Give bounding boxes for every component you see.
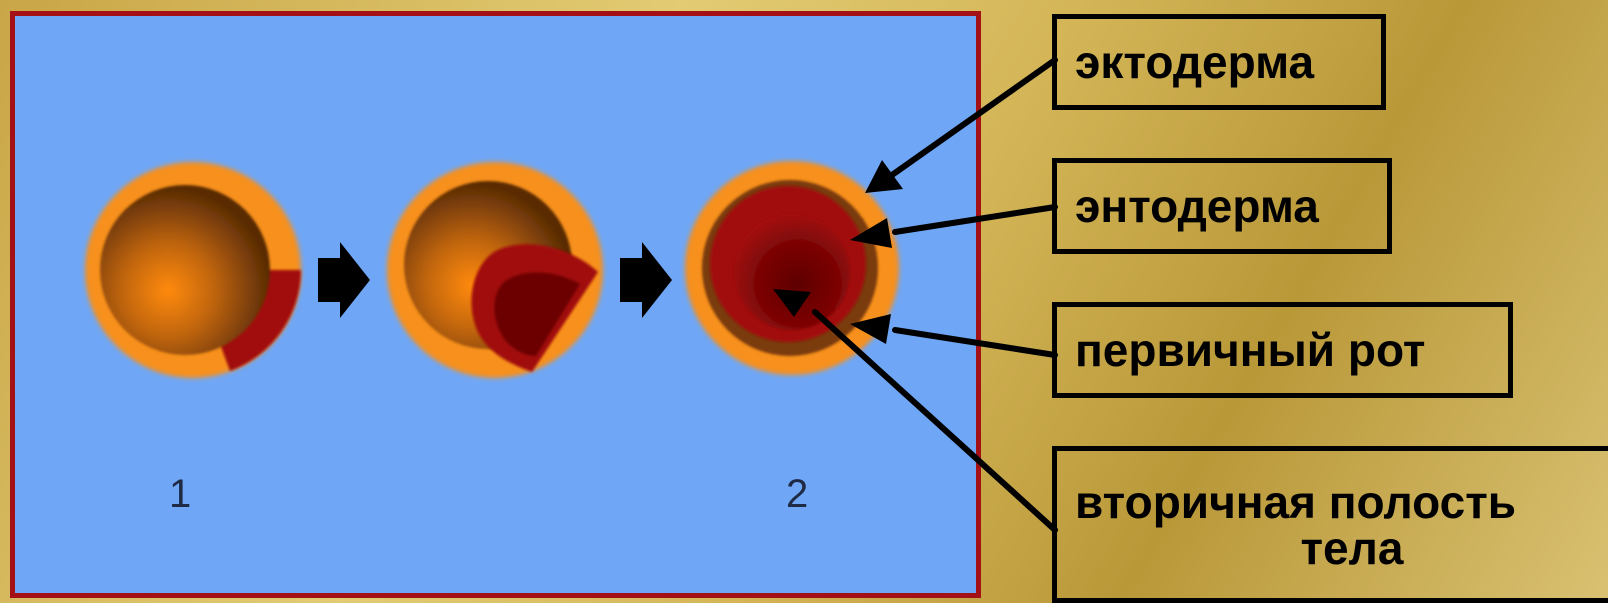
arrowhead-icon [865, 160, 903, 193]
label-endoderm: энтодерма [1052, 158, 1392, 254]
arrowhead-icon [773, 289, 811, 317]
pointer-arrows [812, 57, 1058, 533]
stage-number-1: 1 [169, 472, 192, 516]
endoderm-pointer [892, 204, 1058, 235]
coelom-cavity [734, 214, 850, 330]
label-blastopore: первичный рот [1052, 302, 1513, 398]
embryo-stage-2 [387, 162, 603, 378]
label-endoderm-text: энтодерма [1075, 180, 1319, 232]
label-ectoderm: эктодерма [1052, 14, 1386, 110]
stage-arrow-icon [620, 242, 672, 318]
label-coelom: вторичная полость тела [1052, 446, 1608, 603]
blastopore-pointer [892, 327, 1058, 358]
label-ectoderm-text: эктодерма [1075, 36, 1315, 88]
embryo-stage-3 [685, 161, 899, 375]
primitive-gut [494, 272, 580, 356]
ectoderm-pointer [889, 57, 1058, 178]
blastocoel-cavity [100, 185, 270, 355]
pointer-arrowheads [773, 160, 903, 344]
stage-number-2: 2 [786, 472, 809, 516]
label-coelom-line1: вторичная полость [1075, 475, 1516, 528]
label-blastopore-text: первичный рот [1075, 324, 1426, 376]
coelom-pointer [812, 309, 1058, 533]
arrowhead-icon [850, 314, 891, 344]
embryo-stage-1 [85, 162, 301, 378]
label-coelom-line2: тела [1300, 521, 1404, 574]
stage-arrow-icon [318, 242, 370, 318]
arrowhead-icon [850, 218, 892, 248]
